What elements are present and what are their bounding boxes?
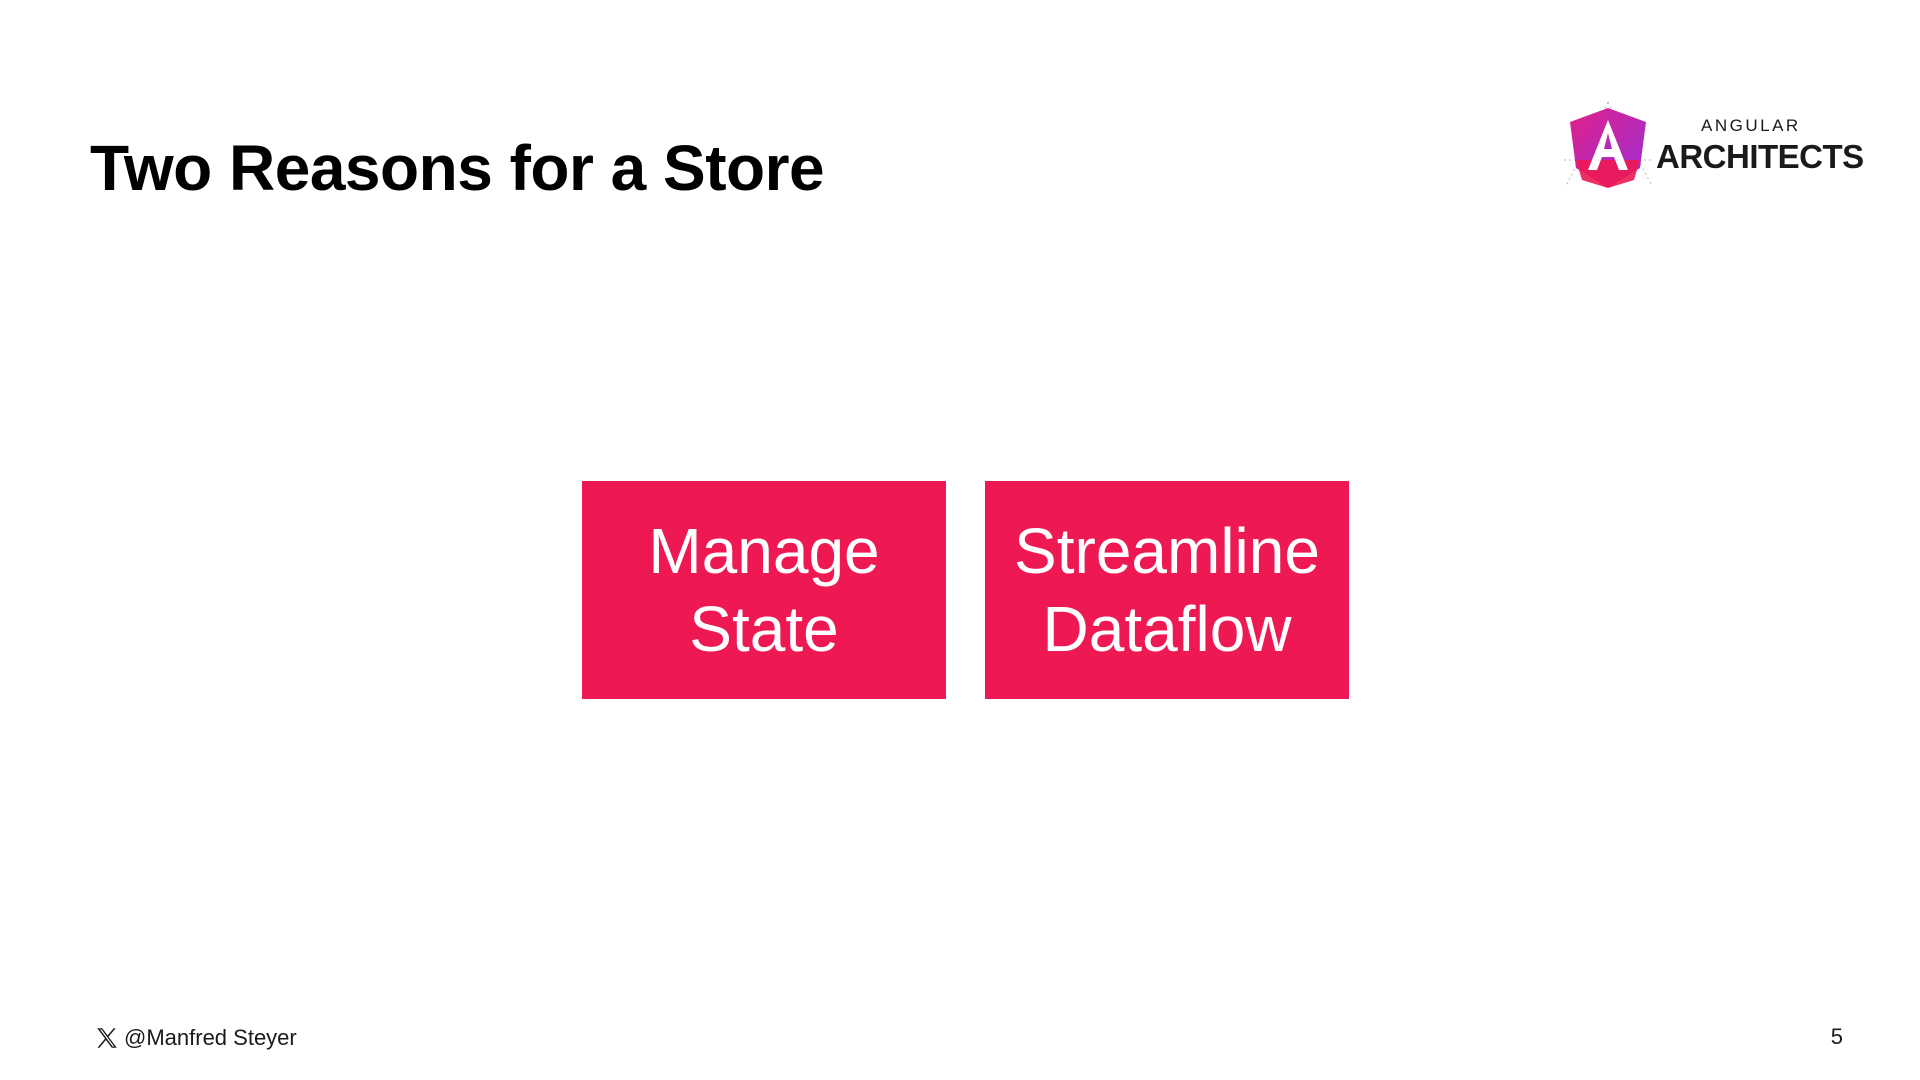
slide-title: Two Reasons for a Store <box>90 132 825 204</box>
logo-top-text: ANGULAR <box>1701 116 1801 135</box>
reason-box-streamline-dataflow: Streamline Dataflow <box>985 481 1349 699</box>
page-number: 5 <box>1830 1024 1843 1049</box>
x-logo-icon <box>97 1028 117 1048</box>
angular-architects-logo: ANGULAR ARCHITECTS <box>1562 100 1864 192</box>
twitter-handle: @Manfred Steyer <box>124 1025 297 1050</box>
reasons-boxes: Manage State Streamline Dataflow <box>582 481 1350 699</box>
reason-box-manage-state: Manage State <box>582 481 946 699</box>
reason-box-label: Streamline Dataflow <box>1014 515 1320 665</box>
footer-handle: @Manfred Steyer <box>94 1024 297 1052</box>
reason-box-label: Manage State <box>648 515 880 665</box>
angular-architects-logo-icon <box>1564 101 1654 188</box>
logo-bottom-text: ARCHITECTS <box>1656 138 1864 175</box>
